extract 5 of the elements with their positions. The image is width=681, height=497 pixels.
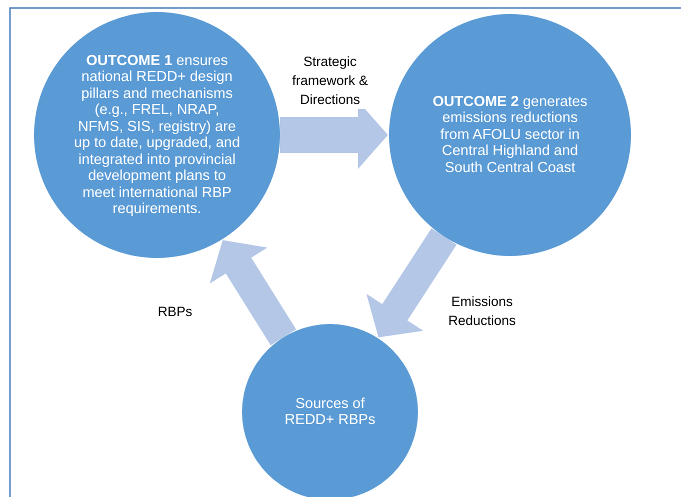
circle-text: Sources of REDD+ RBPs — [284, 396, 376, 428]
block-arrow — [210, 240, 296, 346]
circle-text: OUTCOME 1 ensures national REDD+ design pillars and mechanisms (e.g., FREL, NRAP, NFMS, SIS, registry) are up to date, upgraded, and integrated into provincial development plans to meet international RBP requirements. — [72, 52, 242, 218]
block-arrow — [366, 228, 457, 338]
circle-text: OUTCOME 2 generates emissions reductions from AFOLU sector in Central Highland and South Central Coast — [432, 94, 588, 176]
